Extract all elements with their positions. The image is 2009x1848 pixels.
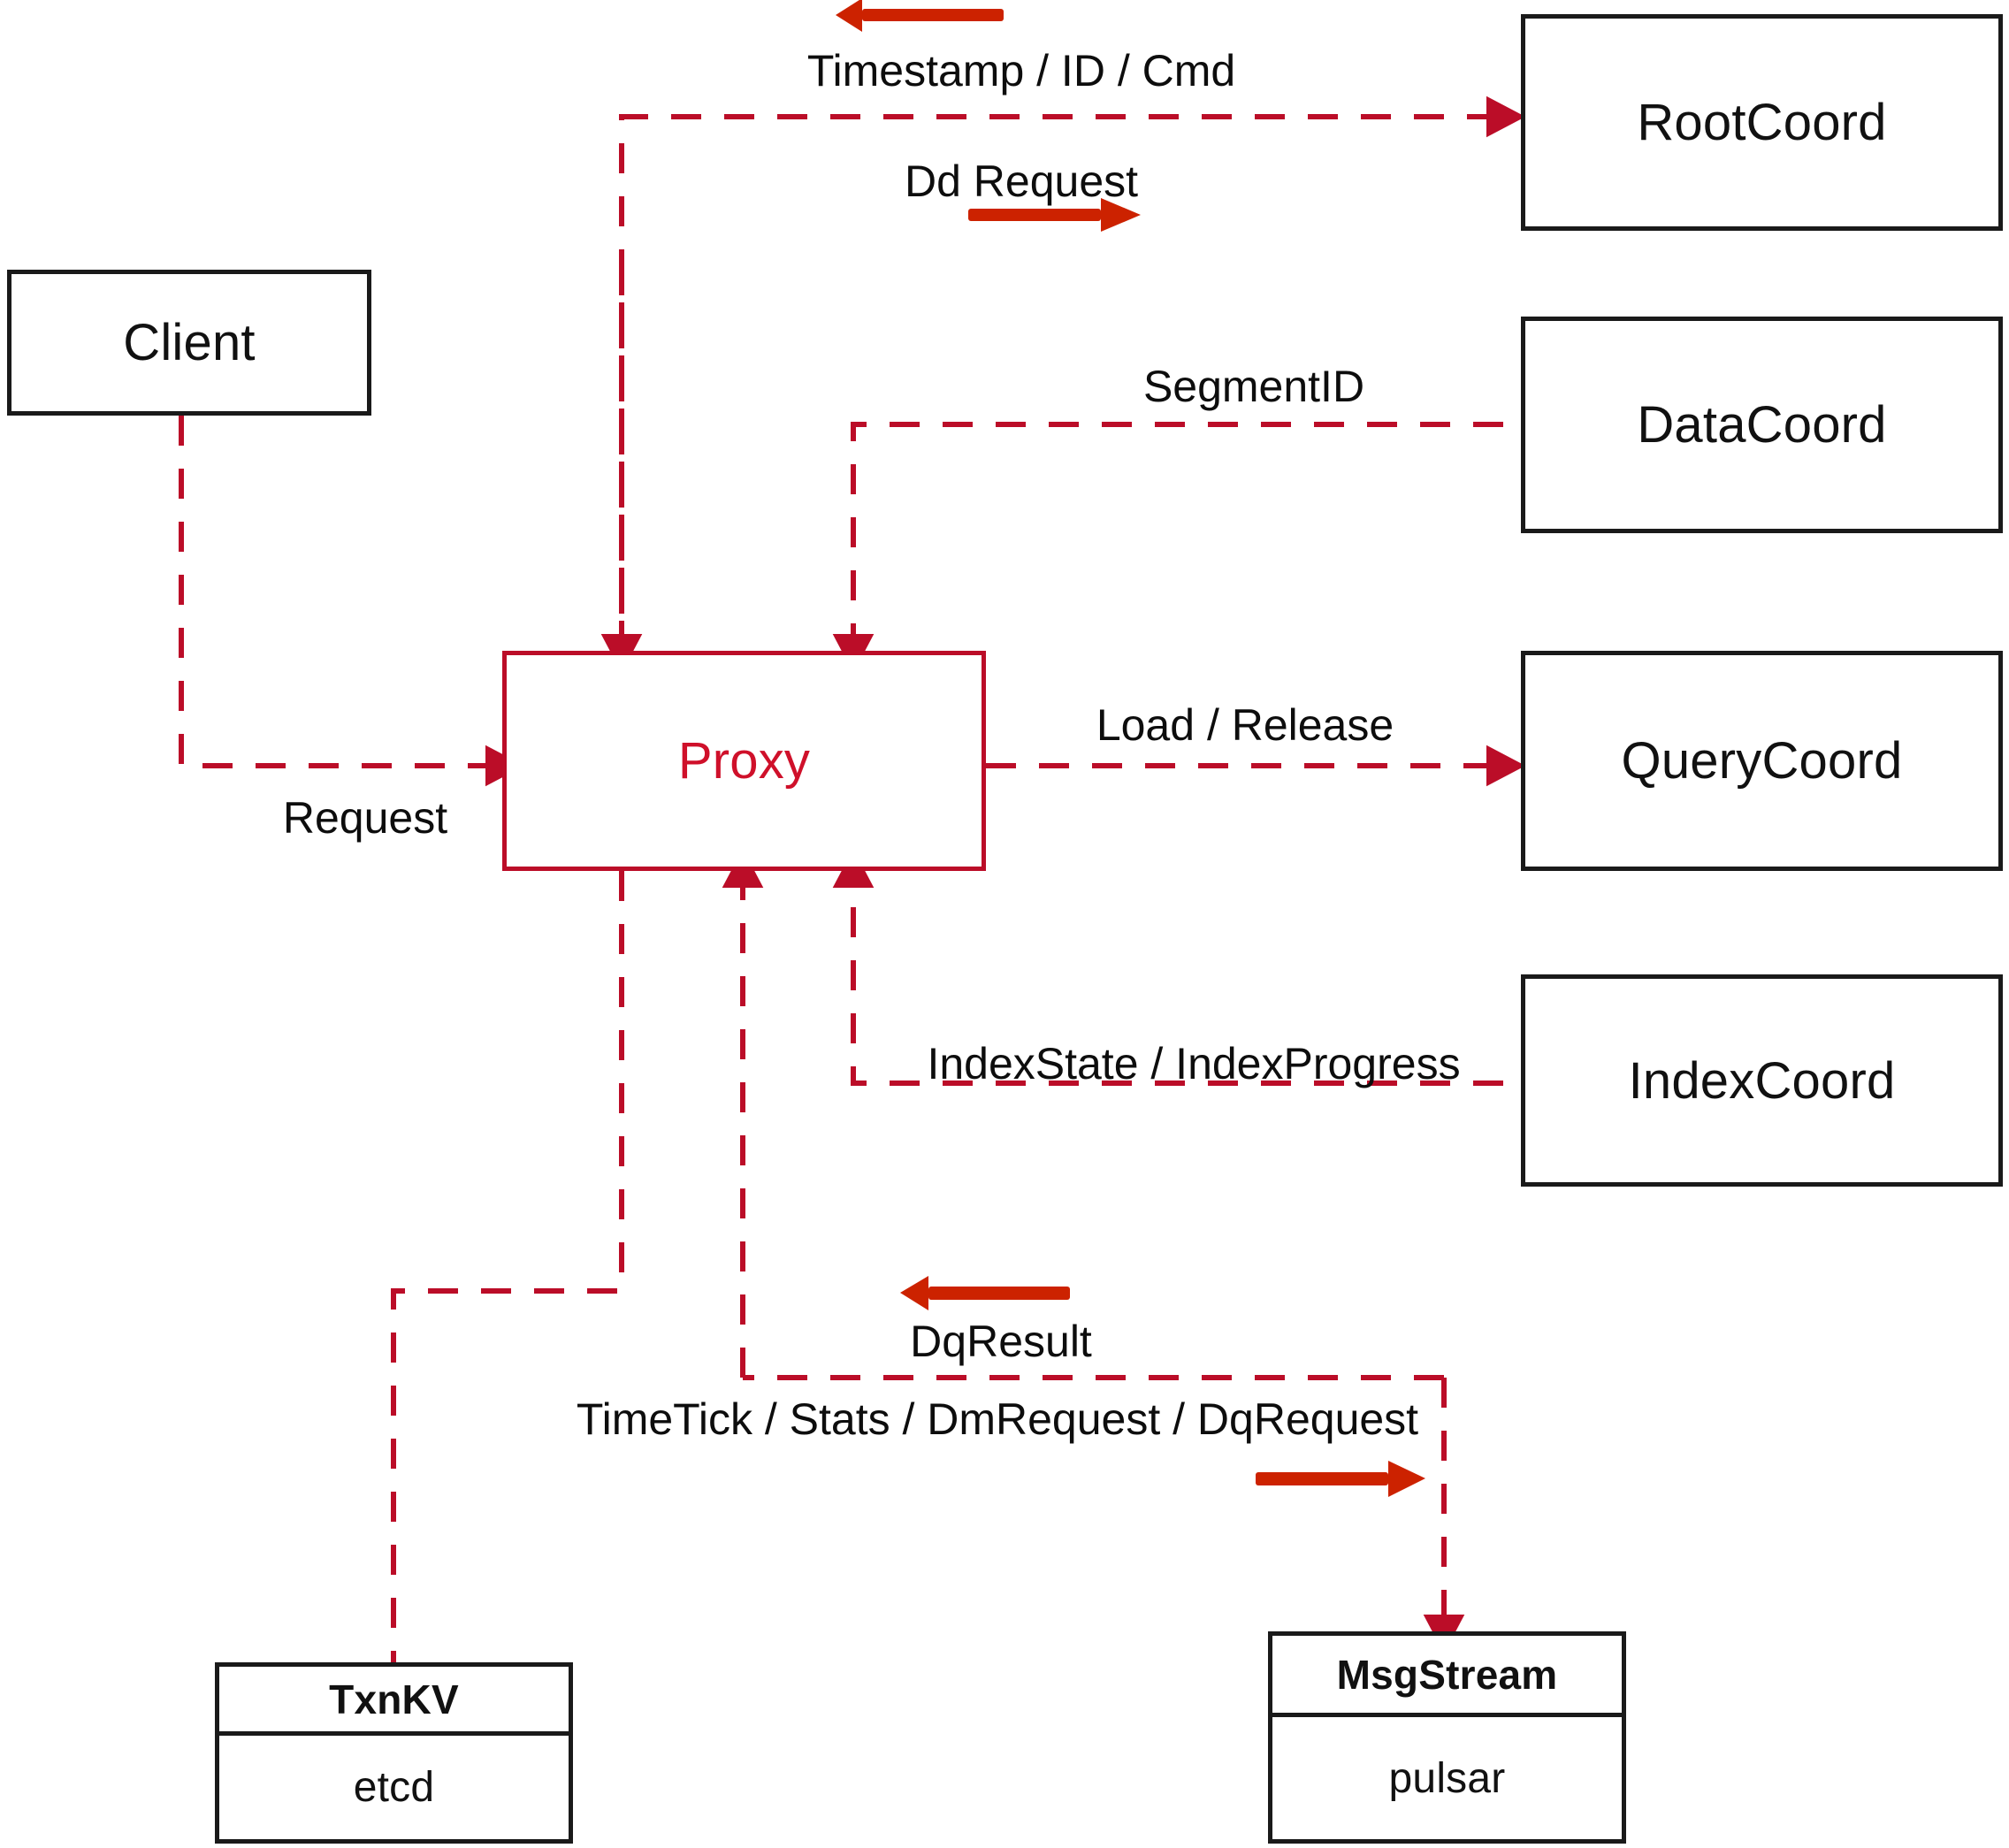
edge-label-timestamp-id-cmd: Timestamp / ID / Cmd	[806, 46, 1236, 95]
node-txnkv[interactable]: TxnKV etcd	[215, 1662, 573, 1844]
wire-txnkv	[391, 871, 624, 1662]
node-client-label: Client	[123, 314, 256, 371]
wire-request	[179, 416, 525, 787]
node-proxy[interactable]: Proxy	[502, 651, 986, 871]
edge-label-segmentid: SegmentID	[1142, 362, 1365, 411]
node-proxy-label: Proxy	[677, 732, 811, 790]
node-indexcoord[interactable]: IndexCoord	[1521, 974, 2003, 1187]
edge-label-request: Request	[282, 793, 448, 843]
node-client[interactable]: Client	[7, 270, 371, 416]
node-txnkv-header: TxnKV	[219, 1667, 569, 1736]
edge-label-index-state: IndexState / IndexProgress	[927, 1039, 1461, 1088]
node-txnkv-label: TxnKV	[329, 1676, 459, 1722]
bold-arrow-left-timestamp	[836, 0, 1004, 32]
node-indexcoord-label: IndexCoord	[1628, 1051, 1896, 1110]
node-msgstream-header: MsgStream	[1272, 1636, 1622, 1717]
node-msgstream-label: MsgStream	[1336, 1651, 1558, 1698]
bold-arrow-left-dq-result	[900, 1276, 1070, 1310]
node-msgstream-body: pulsar	[1272, 1717, 1622, 1839]
node-txnkv-body: etcd	[219, 1736, 569, 1839]
node-datacoord[interactable]: DataCoord	[1521, 317, 2003, 533]
bold-arrow-right-msgstream	[1256, 1461, 1425, 1497]
node-datacoord-label: DataCoord	[1637, 396, 1887, 454]
node-msgstream[interactable]: MsgStream pulsar	[1268, 1631, 1626, 1844]
edge-label-dd-request: Dd Request	[904, 157, 1139, 206]
edge-label-dq-result: DqResult	[910, 1317, 1092, 1366]
node-rootcoord-label: RootCoord	[1637, 94, 1887, 151]
edge-label-load-release: Load / Release	[1096, 700, 1394, 750]
edge-label-msgstream-request: TimeTick / Stats / DmRequest / DqRequest	[576, 1394, 1419, 1444]
node-txnkv-impl-label: etcd	[353, 1764, 435, 1811]
node-msgstream-impl-label: pulsar	[1388, 1754, 1506, 1802]
node-querycoord-label: QueryCoord	[1621, 732, 1903, 790]
node-querycoord[interactable]: QueryCoord	[1521, 651, 2003, 871]
node-rootcoord[interactable]: RootCoord	[1521, 14, 2003, 231]
wire-segmentid	[832, 422, 1503, 674]
